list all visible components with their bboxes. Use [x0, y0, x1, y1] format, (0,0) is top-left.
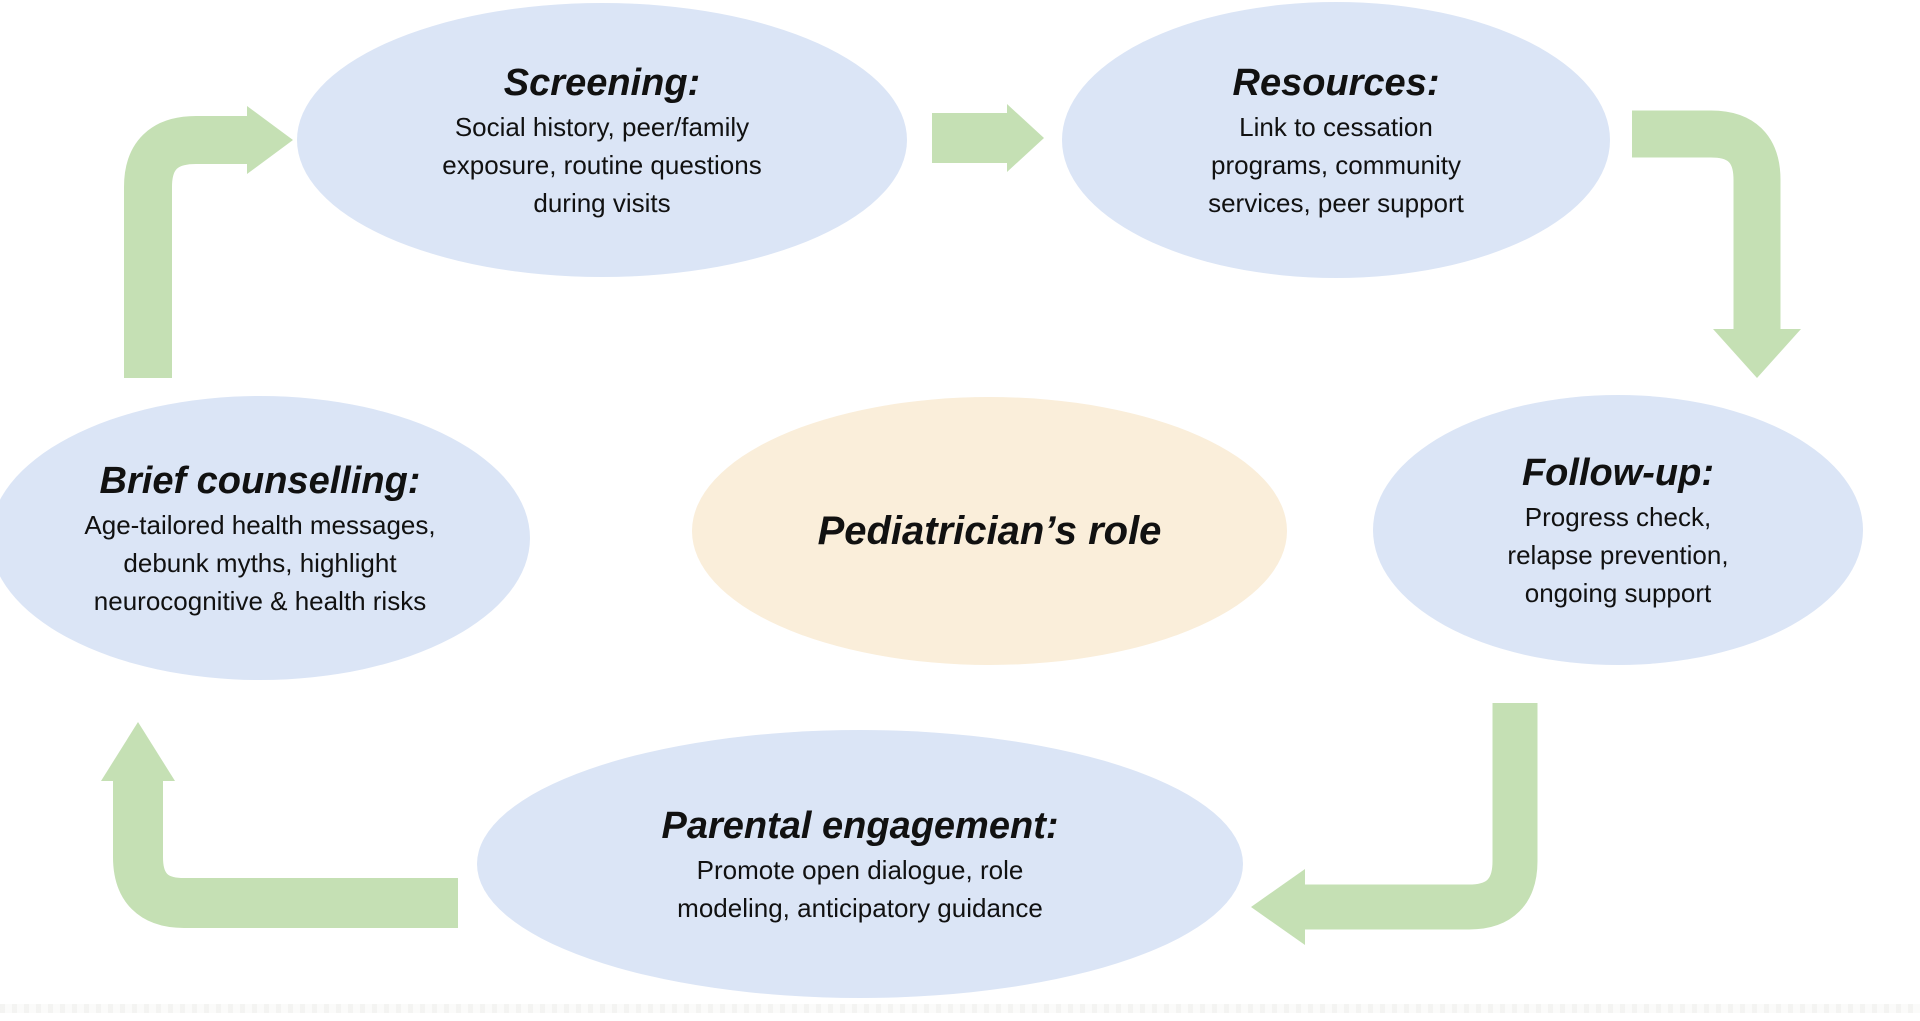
- node-follow-up: Follow-up: Progress check, relapse preve…: [1373, 395, 1863, 665]
- node-screening-line: Social history, peer/family: [454, 112, 750, 142]
- node-follow-up-line: relapse prevention,: [1507, 540, 1729, 570]
- node-parental-engagement-title: Parental engagement:: [661, 805, 1059, 847]
- node-follow-up-line: Progress check,: [1524, 502, 1712, 532]
- node-screening: Screening: Social history, peer/family e…: [297, 3, 907, 277]
- arrow-screening-to-resources: [932, 104, 1044, 172]
- node-brief-counselling-title: Brief counselling:: [99, 460, 421, 502]
- arrow-follow-up-to-parental-engagement: [1251, 703, 1538, 945]
- node-resources: Resources: Link to cessation programs, c…: [1062, 2, 1610, 278]
- node-resources-line: programs, community: [1211, 150, 1461, 180]
- node-brief-counselling: Brief counselling: Age-tailored health m…: [0, 396, 530, 680]
- bottom-edge-artifact: [0, 1004, 1920, 1013]
- node-brief-counselling-line: neurocognitive & health risks: [93, 586, 427, 616]
- node-follow-up-title: Follow-up:: [1521, 452, 1715, 494]
- node-screening-title: Screening:: [503, 62, 701, 104]
- node-parental-engagement: Parental engagement: Promote open dialog…: [477, 730, 1243, 998]
- node-resources-line: services, peer support: [1208, 188, 1464, 218]
- node-pediatricians-role-label: Pediatrician’s role: [817, 509, 1162, 553]
- node-resources-line: Link to cessation: [1239, 112, 1433, 142]
- arrow-brief-counselling-to-screening: [124, 106, 293, 378]
- node-follow-up-line: ongoing support: [1524, 578, 1712, 608]
- node-screening-line: exposure, routine questions: [442, 150, 762, 180]
- arrow-parental-engagement-to-brief-counselling: [101, 722, 458, 928]
- node-pediatricians-role: Pediatrician’s role: [692, 397, 1287, 665]
- arrow-resources-to-follow-up: [1632, 110, 1801, 378]
- node-parental-engagement-line: modeling, anticipatory guidance: [677, 893, 1043, 923]
- node-brief-counselling-line: Age-tailored health messages,: [84, 510, 436, 540]
- node-brief-counselling-line: debunk myths, highlight: [123, 548, 397, 578]
- node-resources-title: Resources:: [1232, 62, 1440, 104]
- node-screening-line: during visits: [533, 188, 671, 218]
- node-parental-engagement-line: Promote open dialogue, role: [696, 855, 1024, 885]
